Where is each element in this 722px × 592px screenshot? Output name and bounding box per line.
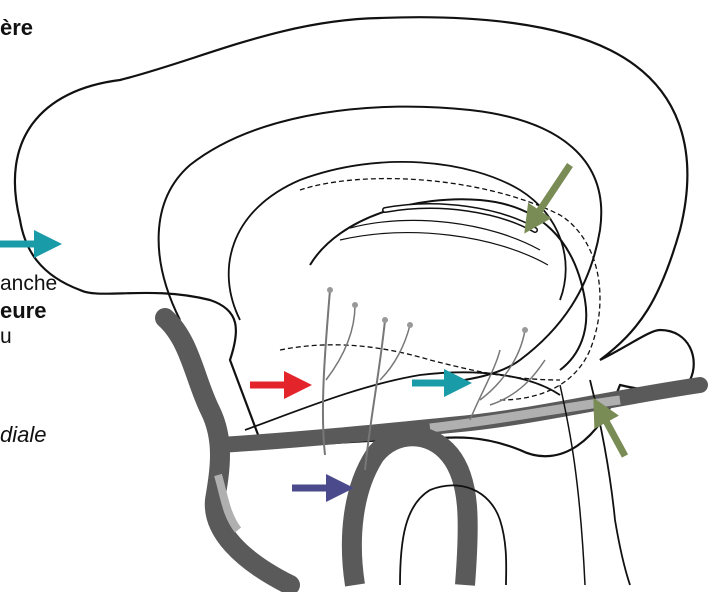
vein-3 [470,350,500,420]
vessel-left [165,318,290,585]
cingulate-fold [159,107,602,385]
vessel-band-bottom [220,385,700,445]
ventricle-dashed [300,179,600,400]
corpus-callosum [310,199,586,370]
inner-fold-2 [229,162,566,320]
olive-arrow-top [532,165,570,222]
brainstem-outline [400,485,506,585]
vessel-center [352,436,468,585]
olive-arrow-bottom [600,410,625,456]
